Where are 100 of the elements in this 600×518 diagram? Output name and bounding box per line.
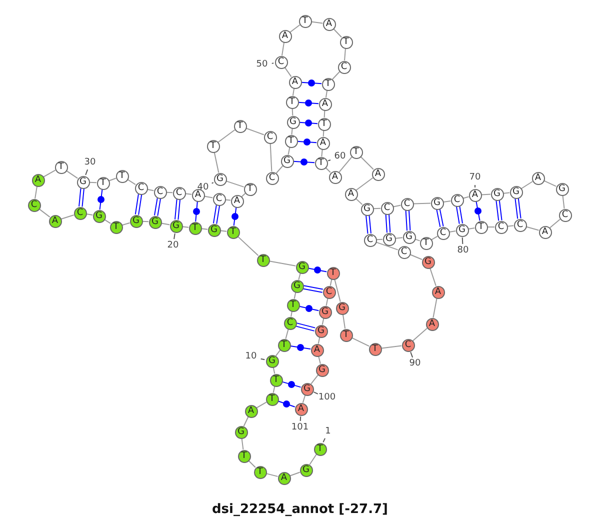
backbone-line <box>324 110 326 118</box>
base-pair-line <box>298 122 318 124</box>
backbone-line <box>562 194 565 210</box>
backbone-line <box>410 254 422 260</box>
backbone-line <box>291 128 293 136</box>
backbone-line <box>204 196 214 198</box>
backbone-line <box>108 178 116 182</box>
position-number: 70 <box>469 174 481 182</box>
backbone-line <box>38 208 50 218</box>
backbone-line <box>127 178 136 186</box>
backbone-line <box>266 473 278 477</box>
backbone-line <box>290 472 300 476</box>
backbone-line <box>376 242 398 250</box>
backbone-line <box>431 236 438 240</box>
backbone-line <box>256 402 267 408</box>
position-number: 50 <box>256 60 268 70</box>
backbone-line <box>432 298 438 318</box>
base-pair-line <box>298 102 319 104</box>
backbone-line <box>34 186 38 200</box>
backbone-line <box>520 181 534 189</box>
backbone-line <box>246 128 264 136</box>
position-number: 90 <box>409 360 421 368</box>
backbone-line <box>310 21 324 24</box>
backbone-line <box>237 236 259 256</box>
base-pair-line <box>282 381 302 388</box>
backbone-line <box>394 237 404 239</box>
position-number: 30 <box>84 158 96 168</box>
base-pair-line <box>278 400 296 408</box>
backbone-line <box>268 260 296 266</box>
backbone-line <box>321 148 323 158</box>
backbone-line <box>182 226 190 228</box>
position-number: 60 <box>334 152 346 162</box>
base-pair-line <box>99 188 103 210</box>
base-pair-line <box>293 160 315 164</box>
backbone-line <box>282 42 284 56</box>
backbone-line <box>243 416 249 427</box>
position-number: 10 <box>245 352 257 362</box>
base-pair-line <box>476 200 480 222</box>
backbone-line <box>442 200 452 203</box>
backbone-line <box>549 218 561 228</box>
backbone-line <box>160 222 170 226</box>
base-pair-line <box>295 322 316 332</box>
backbone-line <box>226 180 244 188</box>
base-pair-line <box>290 345 312 350</box>
backbone-line <box>526 226 540 231</box>
backbone-line <box>142 220 149 222</box>
backbone-line <box>248 460 256 468</box>
backbone-line <box>481 194 491 196</box>
position-number: 101 <box>291 424 309 432</box>
backbone-line <box>214 152 220 174</box>
backbone-line <box>334 278 341 302</box>
backbone-line <box>413 202 431 204</box>
backbone-line <box>285 328 289 340</box>
base-pair-line <box>308 268 328 272</box>
backbone-line <box>356 177 374 191</box>
base-pair-line <box>296 140 318 144</box>
backbone-line <box>392 204 402 208</box>
backbone-line <box>332 28 342 38</box>
backbone-line <box>43 170 56 178</box>
backbone-line <box>200 228 208 230</box>
base-pair-line <box>233 206 237 226</box>
base-pair-line <box>301 82 322 84</box>
base-pair-line <box>134 194 142 216</box>
backbone-line <box>325 90 328 98</box>
backbone-line <box>430 268 436 286</box>
base-pair-line <box>154 198 161 216</box>
backbone-line <box>506 225 514 227</box>
backbone-line <box>60 214 74 220</box>
backbone-line <box>184 193 192 195</box>
base-pair-line <box>514 198 522 220</box>
backbone-line <box>376 238 383 240</box>
backbone-line <box>292 108 294 116</box>
base-pair-line <box>496 200 502 222</box>
backbone-line <box>270 143 272 172</box>
backbone-line <box>224 199 232 201</box>
backbone-line <box>342 314 346 330</box>
base-pair-line <box>456 206 463 224</box>
backbone-line <box>380 345 402 349</box>
position-number: 80 <box>457 246 469 256</box>
backbone-line <box>322 130 324 137</box>
base-pair-line <box>302 285 324 293</box>
backbone-line <box>220 230 228 232</box>
backbone-line <box>89 182 97 184</box>
backbone-line <box>338 156 352 173</box>
backbone-line <box>360 156 374 170</box>
backbone-line <box>275 350 281 356</box>
base-pair-line <box>212 204 220 224</box>
base-pair-line <box>405 210 411 232</box>
backbone-line <box>543 180 557 187</box>
base-pair-line <box>366 214 372 234</box>
backbone-line <box>292 88 295 96</box>
backbone-line <box>373 208 381 210</box>
backbone-line <box>284 66 292 78</box>
base-pair-line <box>78 188 84 208</box>
backbone-line <box>310 374 318 384</box>
caption: dsi_22254_annot [-27.7] <box>210 501 390 518</box>
backbone-line <box>218 129 236 143</box>
base-pair-line <box>174 198 180 220</box>
backbone-line <box>276 165 284 174</box>
position-number: 1 <box>325 428 331 436</box>
